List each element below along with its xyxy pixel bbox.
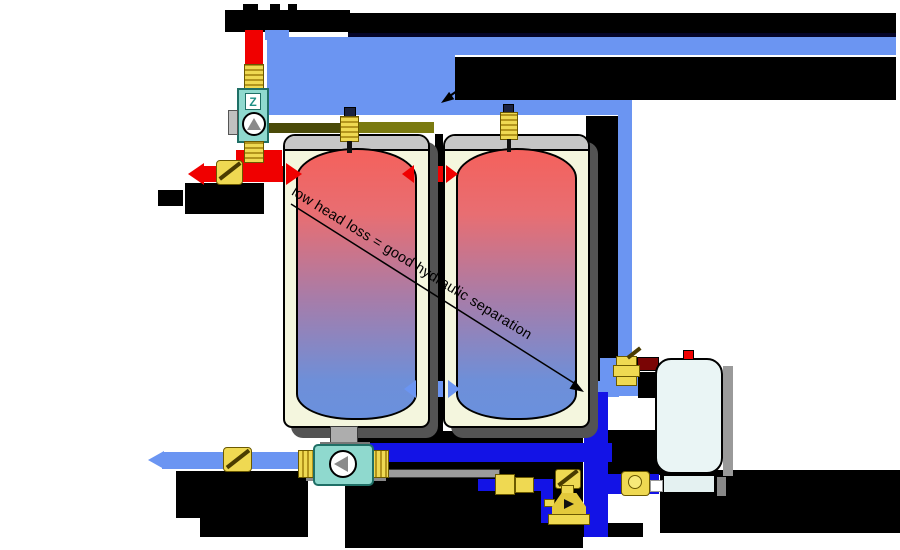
pipe-return-lower-band bbox=[448, 100, 632, 115]
label-blob-left-a bbox=[158, 190, 183, 206]
label-blob-navy-strip bbox=[348, 33, 896, 37]
air-vent-tank1 bbox=[340, 116, 359, 142]
tank-drain-valve-knob bbox=[628, 475, 642, 489]
label-blob-fragment bbox=[288, 4, 297, 12]
prv-side-stub bbox=[544, 499, 555, 507]
tank-connection-fitting bbox=[650, 480, 663, 492]
small-tank-vent-nub bbox=[683, 350, 694, 360]
label-blob-left-b bbox=[185, 183, 264, 214]
prv-flow-arrow bbox=[564, 499, 574, 509]
label-blob-bottom-left-a bbox=[176, 471, 308, 518]
prv-base bbox=[548, 514, 590, 525]
pump-impeller-bottom bbox=[329, 450, 357, 478]
air-vent-stem bbox=[507, 139, 511, 152]
prv-cap bbox=[561, 485, 574, 494]
pump-flow-arrow-up bbox=[247, 118, 261, 130]
small-tank-skirt bbox=[662, 474, 716, 494]
air-vent-tank2 bbox=[500, 112, 518, 140]
small-tank-skirt-shadow bbox=[717, 477, 726, 496]
pipe-return-corner bbox=[265, 30, 289, 40]
label-blob-top-left bbox=[225, 10, 350, 32]
label-blob-under-junction bbox=[638, 372, 660, 398]
junction-valve-band bbox=[613, 365, 640, 377]
makeup-union bbox=[495, 474, 515, 495]
label-blob-fragment bbox=[270, 4, 280, 12]
pipe-cold-horizontal bbox=[350, 443, 612, 462]
small-tank-shadow bbox=[723, 366, 733, 476]
check-valve-symbol: Z bbox=[245, 93, 261, 110]
small-tank bbox=[655, 358, 723, 474]
tank-top-rail-dark bbox=[265, 123, 353, 133]
label-blob-top-bar bbox=[348, 13, 896, 33]
tank2-thermal-gradient bbox=[456, 148, 577, 420]
label-blob-bottom-left-b bbox=[200, 518, 308, 537]
pipe-return-block bbox=[267, 37, 455, 115]
pump-flow-arrow-left bbox=[334, 456, 348, 472]
label-blob-elbow bbox=[607, 430, 660, 475]
pipe-return-vertical bbox=[618, 100, 632, 392]
label-blob-right bbox=[455, 57, 896, 100]
tank-top-rail bbox=[352, 122, 434, 133]
union-fitting bbox=[244, 64, 264, 90]
label-blob-fragment bbox=[243, 4, 258, 12]
union-fitting bbox=[244, 141, 264, 163]
tank1-thermal-gradient bbox=[296, 148, 417, 420]
air-vent-stem bbox=[347, 141, 352, 153]
pump-motor bbox=[228, 110, 238, 135]
pipe-return-top-band bbox=[455, 37, 896, 55]
pump-impeller-top bbox=[242, 112, 266, 136]
makeup-check bbox=[515, 477, 534, 493]
